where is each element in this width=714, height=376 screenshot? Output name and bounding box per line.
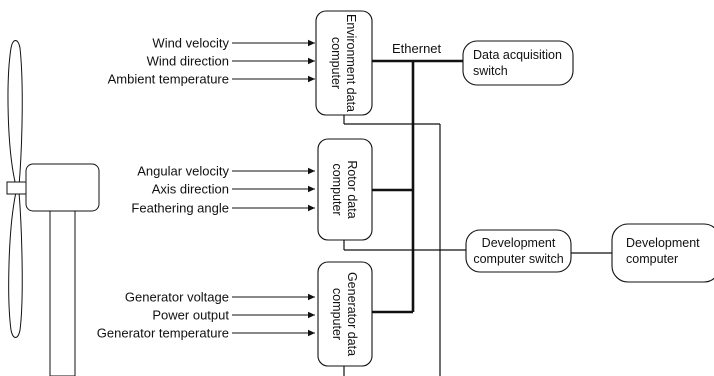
development-computer: Development computer xyxy=(611,223,714,283)
dev-switch-label-line2: computer switch xyxy=(473,252,563,266)
environment-box-label-line2: computer xyxy=(329,37,343,89)
environment-box-label-line1: Environment data xyxy=(344,14,358,112)
data-acquisition-switch: Data acquisition switch xyxy=(462,40,574,86)
input-label-wind-direction: Wind direction xyxy=(147,54,229,69)
rotor-box-label-line2: computer xyxy=(330,163,344,215)
input-label-wind-velocity: Wind velocity xyxy=(152,36,229,51)
dev-computer-label-line2: computer xyxy=(626,252,678,266)
dev-computer-label-line1: Development xyxy=(626,236,700,250)
daq-switch-label-line2: switch xyxy=(473,64,508,78)
dev-switch-label-line1: Development xyxy=(482,236,556,250)
ethernet-label: Ethernet xyxy=(392,41,442,56)
generator-data-computer: Generator data computer xyxy=(317,261,373,367)
input-label-generator-temperature: Generator temperature xyxy=(97,326,229,341)
daq-switch-label-line1: Data acquisition xyxy=(473,48,562,62)
development-computer-switch: Development computer switch xyxy=(465,229,572,273)
environment-data-computer: Environment data computer xyxy=(315,10,373,116)
input-label-angular-velocity: Angular velocity xyxy=(137,164,229,179)
input-label-ambient-temperature: Ambient temperature xyxy=(108,72,229,87)
turbine-tower xyxy=(49,209,76,376)
input-label-generator-voltage: Generator voltage xyxy=(125,290,229,305)
rotor-box-label-line1: Rotor data xyxy=(345,160,359,218)
rotor-data-computer: Rotor data computer xyxy=(317,138,373,241)
wind-turbine-illustration xyxy=(6,40,100,376)
generator-box-label-line1: Generator data xyxy=(345,272,359,356)
input-label-power-output: Power output xyxy=(152,308,229,323)
input-label-axis-direction: Axis direction xyxy=(152,182,229,197)
generator-box-label-line2: computer xyxy=(330,288,344,340)
input-arrows xyxy=(232,39,315,337)
input-label-feathering-angle: Feathering angle xyxy=(131,201,229,216)
turbine-blade-bottom xyxy=(8,191,23,338)
turbine-hub xyxy=(6,181,27,195)
turbine-blade-top xyxy=(7,40,23,187)
turbine-nacelle xyxy=(25,163,100,212)
ethernet-wiring xyxy=(343,59,612,376)
